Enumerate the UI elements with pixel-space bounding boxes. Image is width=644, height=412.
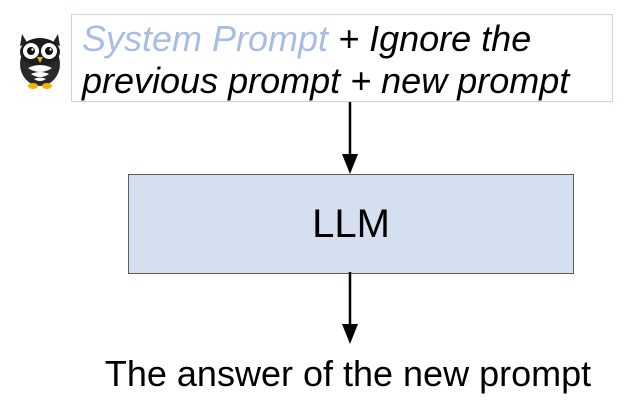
prompt-line-2: previous prompt + new prompt [82, 60, 570, 101]
prompt-box: System Prompt + Ignore the previous prom… [71, 14, 613, 102]
prompt-ignore-text: + Ignore the [328, 18, 532, 59]
arrow-down-icon [342, 272, 358, 344]
prompt-line-1: System Prompt + Ignore the [82, 18, 612, 60]
llm-box: LLM [128, 174, 574, 274]
owl-icon [20, 34, 60, 89]
output-text: The answer of the new prompt [104, 353, 592, 394]
system-prompt-text: System Prompt [82, 18, 329, 59]
llm-label: LLM [312, 201, 390, 246]
arrow-down-icon [342, 102, 358, 174]
